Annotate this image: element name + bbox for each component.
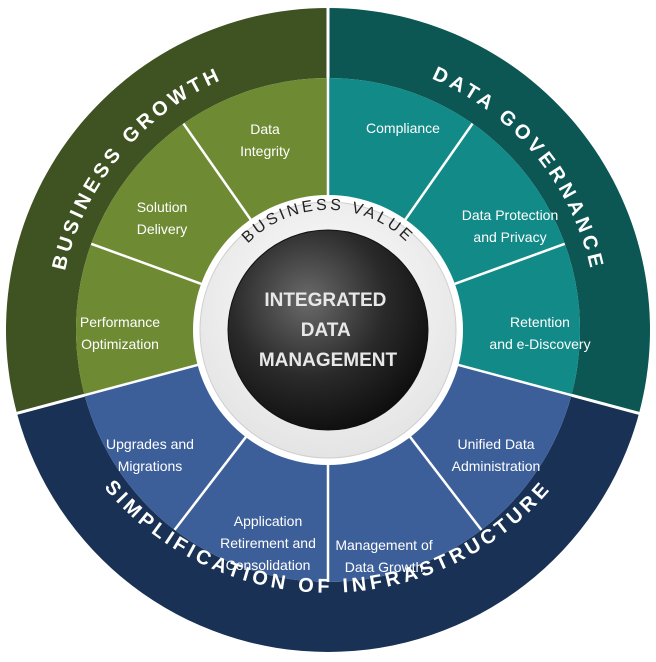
segment-label-line: Data [250, 121, 280, 137]
segment-label-infrastructure-2: Management of Data Growth [335, 537, 432, 575]
segment-label-governance-2: Data Protection and Privacy [462, 207, 559, 245]
segment-divider [457, 363, 572, 397]
segment-label-line: Application [234, 513, 303, 529]
segment-label-line: Integrity [240, 143, 290, 159]
segment-label-line: Data Protection [462, 207, 559, 223]
segment-area-governance [328, 78, 580, 396]
segment-label-line: Data Growth [345, 559, 424, 575]
segment-label-line: Performance [80, 314, 160, 330]
segment-label-line: Upgrades and [106, 436, 194, 452]
segment-label-governance-1: Compliance [366, 120, 440, 136]
center-title: INTEGRATED DATA MANAGEMENT [259, 290, 398, 371]
outer-ring-growth [5, 8, 328, 414]
segment-label-line: Retirement and [220, 535, 316, 551]
segment-dividers [84, 78, 572, 582]
segment-label-line: and e-Discovery [489, 336, 590, 352]
ring-separator [14, 393, 87, 416]
segment-label-line: Solution [137, 199, 188, 215]
ring-separator [569, 393, 642, 416]
segment-label-line: Delivery [137, 221, 188, 237]
segment-label-line: Administration [452, 458, 541, 474]
segment-divider [408, 435, 483, 531]
segment-divider [182, 122, 253, 221]
segment-label-line: Consolidation [226, 557, 311, 573]
outer-ring-governance [328, 8, 650, 414]
segment-label-line: and Privacy [473, 229, 546, 245]
segment-label-line: Migrations [118, 458, 183, 474]
outer-ring [5, 6, 650, 653]
segment-label-line: Unified Data [457, 436, 534, 452]
segment-divider [173, 435, 248, 531]
outer-ring-infrastructure [16, 395, 640, 653]
segment-area-growth [76, 78, 328, 396]
segment-label-line: Optimization [81, 336, 159, 352]
segment-divider [403, 122, 474, 221]
segment-label-line: Compliance [366, 120, 440, 136]
segment-divider [453, 242, 566, 286]
segment-divider [90, 242, 203, 286]
center-title-line-2: DATA [301, 320, 351, 341]
segment-label-governance-3: Retention and e-Discovery [489, 314, 590, 352]
segment-label-line: Management of [335, 537, 432, 553]
center-title-line-1: INTEGRATED [264, 290, 386, 311]
segment-divider [84, 363, 199, 397]
center-hub [227, 229, 429, 431]
center-title-line-3: MANAGEMENT [259, 350, 398, 371]
segment-label-line: Retention [510, 314, 570, 330]
